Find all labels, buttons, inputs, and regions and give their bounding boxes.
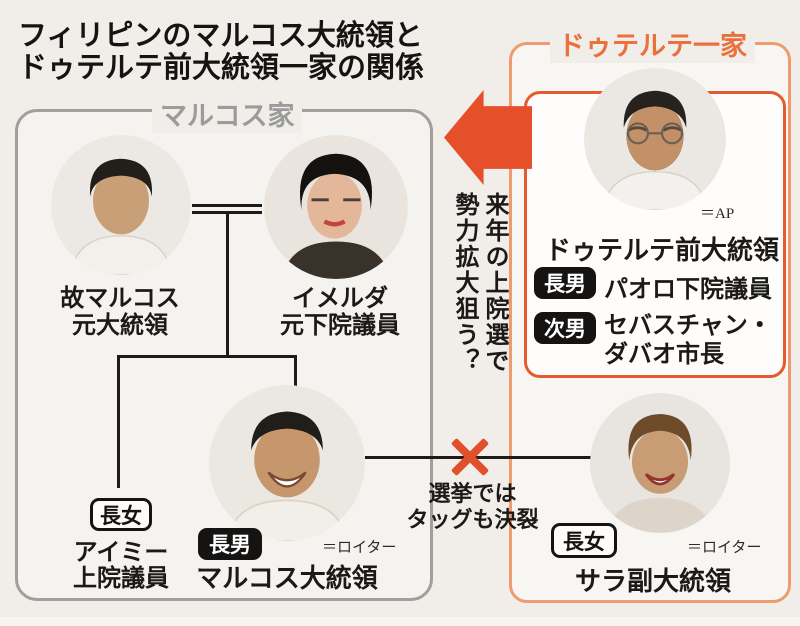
sebastian-name-line2: ダバオ市長	[604, 341, 724, 368]
sara-name: サラ副大統領	[574, 566, 731, 596]
imee-branch-line	[117, 355, 120, 488]
imelda-name: イメルダ 元下院議員	[265, 285, 415, 339]
sara-daughter-badge: 長女	[551, 523, 617, 558]
duterte-photo-credit: ＝AP	[700, 206, 735, 222]
photo-imelda	[264, 135, 408, 279]
sebastian-name: セバスチャン・ ダバオ市長	[604, 311, 772, 369]
descent-line	[226, 213, 229, 357]
imelda-portrait	[264, 135, 408, 279]
bongbong-branch-line	[294, 355, 297, 415]
marriage-line-bottom	[192, 211, 262, 214]
paper-edge	[0, 617, 800, 626]
sibling-line	[117, 355, 297, 358]
sara-photo-credit: ＝ロイター	[687, 540, 762, 556]
marcos-family-label: マルコス家	[152, 94, 303, 133]
marriage-line-top	[192, 204, 262, 207]
duterte-family-label: ドゥテルテ一家	[550, 24, 755, 63]
imee-daughter-badge: 長女	[90, 498, 152, 531]
bongbong-son-badge: 長男	[198, 528, 262, 560]
split-note: 選挙では タッグも決裂	[405, 481, 540, 533]
duterte-portrait	[584, 68, 726, 210]
imee-name: アイミー 上院議員	[46, 540, 196, 592]
imelda-name-line1: イメルダ	[292, 285, 388, 312]
paolo-name: パオロ下院議員	[604, 276, 772, 303]
marcos-sr-portrait	[51, 135, 191, 275]
imee-name-line1: アイミー	[73, 539, 169, 566]
senate-ambition-note: 来年の上院選で勢力拡大狙う？	[451, 192, 508, 374]
sara-portrait	[590, 393, 730, 533]
split-note-line1: 選挙では	[428, 481, 517, 506]
marcos-sr-name-line1: 故マルコス	[60, 285, 180, 312]
photo-sara	[590, 393, 730, 533]
sebastian-name-line1: セバスチャン・	[604, 312, 772, 339]
bongbong-portrait	[209, 385, 365, 541]
bongbong-photo-credit: ＝ロイター	[322, 540, 397, 556]
photo-bongbong	[209, 385, 365, 541]
duterte-name: ドゥテルテ前大統領	[545, 235, 780, 265]
split-note-line2: タッグも決裂	[406, 507, 539, 532]
photo-duterte	[584, 68, 726, 210]
headline: フィリピンのマルコス大統領と ドゥテルテ前大統領一家の関係	[18, 20, 424, 84]
broken-tie-x-icon	[449, 436, 491, 478]
headline-line1: フィリピンのマルコス大統領と	[18, 20, 423, 52]
bongbong-name: マルコス大統領	[196, 563, 378, 593]
imee-name-line2: 上院議員	[73, 565, 169, 592]
photo-marcos-sr	[51, 135, 191, 275]
sebastian-son-badge: 次男	[534, 312, 596, 344]
headline-line2: ドゥテルテ前大統領一家の関係	[18, 52, 425, 84]
marcos-sr-name-line2: 元大統領	[72, 312, 168, 339]
paolo-son-badge: 長男	[534, 267, 596, 299]
marcos-sr-name: 故マルコス 元大統領	[45, 285, 195, 339]
imelda-name-line2: 元下院議員	[280, 312, 400, 339]
